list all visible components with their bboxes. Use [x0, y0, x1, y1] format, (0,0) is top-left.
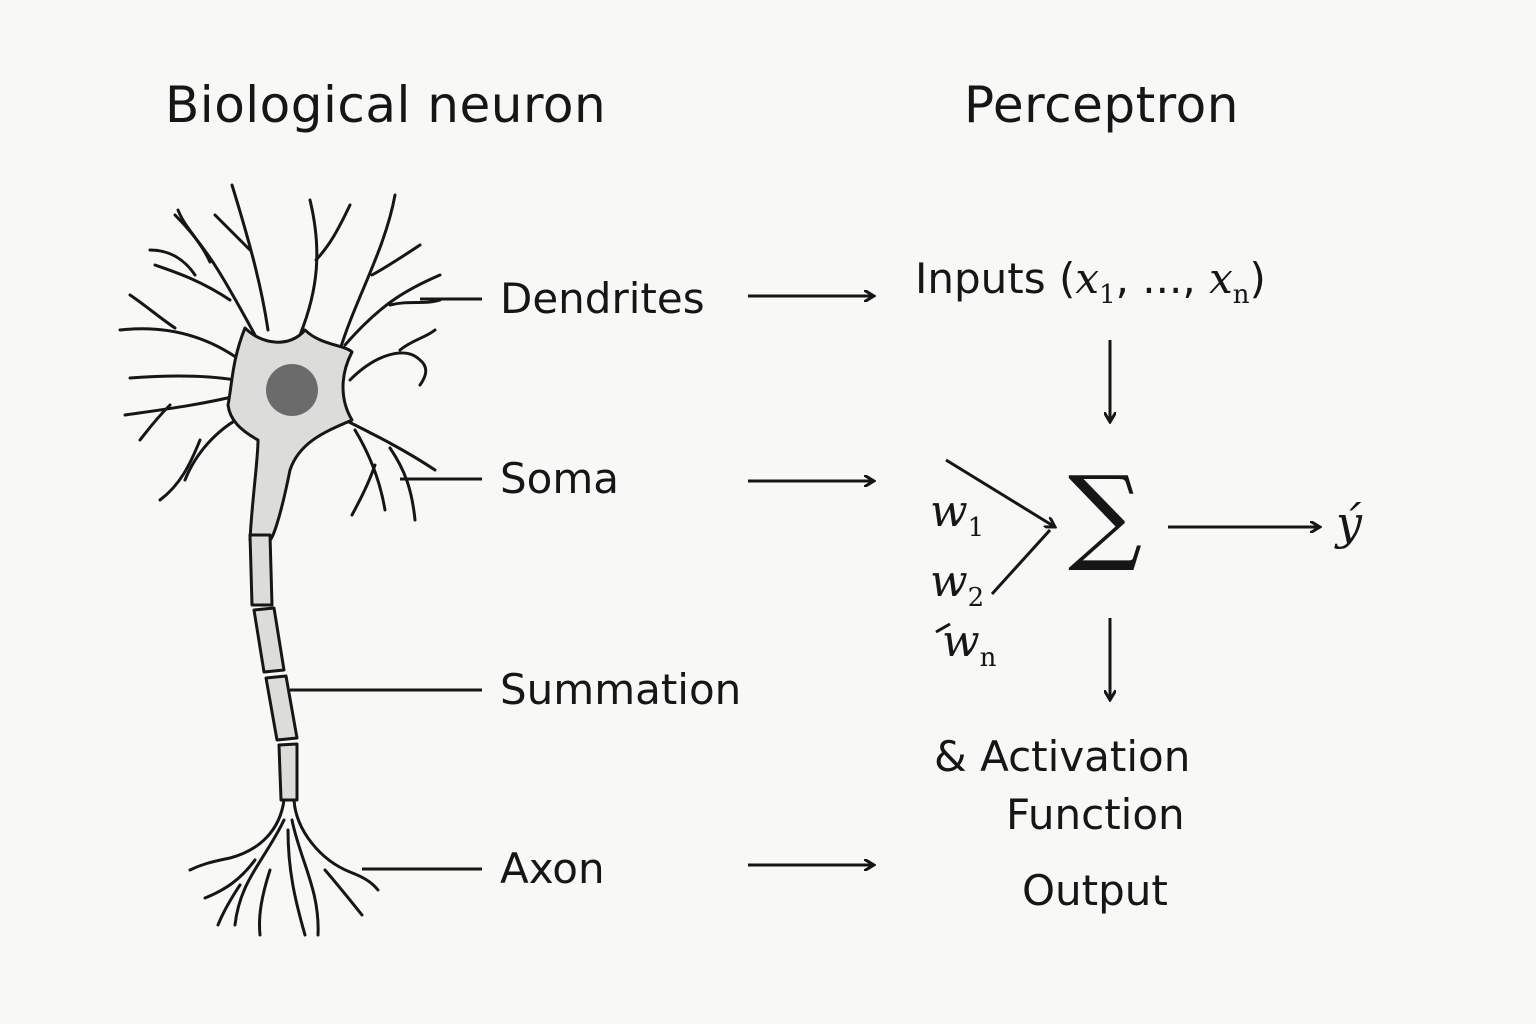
- wn-label: wn: [942, 616, 996, 673]
- activation-label-line2: Function: [1006, 790, 1185, 839]
- inputs-text: Inputs (: [915, 254, 1076, 303]
- w2-label: w2: [930, 556, 984, 613]
- soma-body: [226, 326, 354, 542]
- wn-subscript: n: [979, 643, 997, 673]
- perceptron-title: Perceptron: [964, 76, 1239, 134]
- neuron-illustration: [118, 183, 442, 937]
- xn-symbol: x: [1209, 254, 1233, 303]
- w2-symbol: w: [930, 556, 968, 607]
- w1-subscript: 1: [967, 513, 985, 543]
- inputs-ellipsis: , ...,: [1115, 254, 1210, 303]
- biological-neuron-title: Biological neuron: [165, 76, 607, 134]
- x1-symbol: x: [1075, 254, 1100, 303]
- output-label: Output: [1022, 866, 1168, 915]
- output-symbol: ý: [1336, 496, 1362, 550]
- w1-arrow: [945, 458, 1055, 527]
- sigma-symbol: ∑: [1068, 453, 1143, 575]
- soma-label: Soma: [500, 454, 620, 503]
- leader-lines: [290, 297, 482, 871]
- w1-label: w1: [930, 486, 984, 543]
- axon-terminals: [188, 798, 380, 937]
- dendrite-branches: [118, 183, 442, 522]
- xn-subscript: n: [1232, 280, 1250, 310]
- axon-myelin: [248, 533, 299, 802]
- w2-subscript: 2: [967, 583, 985, 613]
- axon-label: Axon: [500, 844, 605, 893]
- dendrites-label: Dendrites: [500, 274, 705, 323]
- w2-arrow: [990, 528, 1052, 596]
- inputs-label: Inputs (x1, ..., xn): [915, 254, 1266, 310]
- summation-label: Summation: [500, 665, 742, 714]
- inputs-close-paren: ): [1249, 254, 1266, 303]
- wn-tick: [935, 622, 951, 634]
- nucleus: [266, 364, 318, 416]
- activation-label-line1: & Activation: [934, 732, 1191, 781]
- x1-subscript: 1: [1099, 280, 1116, 310]
- wn-symbol: w: [942, 616, 980, 667]
- w1-symbol: w: [930, 486, 968, 537]
